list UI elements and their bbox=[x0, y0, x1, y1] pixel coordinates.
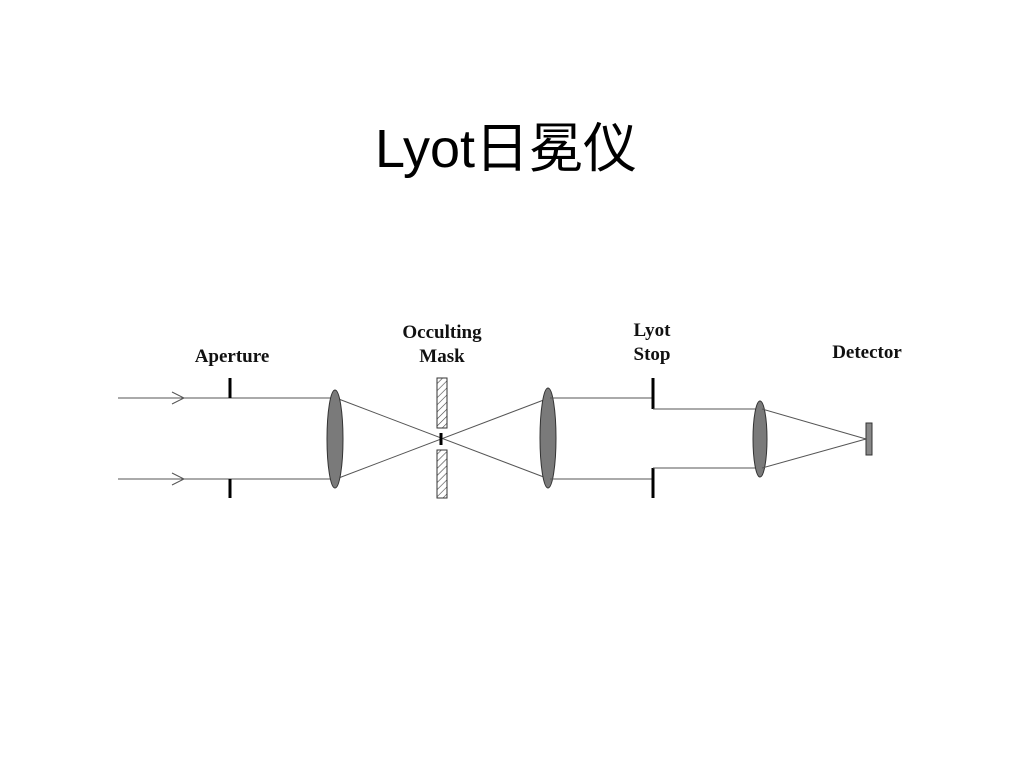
aperture-label: Aperture bbox=[195, 346, 270, 367]
focusing-ray-top bbox=[761, 408, 867, 440]
lyot-stop-label-line2: Stop bbox=[634, 344, 671, 365]
occulting-mask-upper-plate bbox=[436, 377, 448, 429]
occulting-mask-label-line1: Occulting bbox=[402, 322, 482, 343]
detector bbox=[865, 422, 873, 456]
arrow-head-top bbox=[171, 391, 186, 405]
detector-label: Detector bbox=[832, 342, 902, 363]
objective-lens bbox=[326, 389, 344, 489]
focusing-ray-bottom bbox=[761, 438, 867, 469]
occulting-mask-label-line2: Mask bbox=[419, 346, 465, 367]
field-lens bbox=[539, 387, 557, 489]
occulting-mask-lower-plate bbox=[436, 449, 448, 499]
page-title: Lyot日冕仪 bbox=[374, 119, 638, 179]
lyot-stop-label-line1: Lyot bbox=[634, 320, 672, 341]
arrow-head-bottom bbox=[171, 472, 186, 486]
reimaging-lens bbox=[752, 400, 768, 478]
